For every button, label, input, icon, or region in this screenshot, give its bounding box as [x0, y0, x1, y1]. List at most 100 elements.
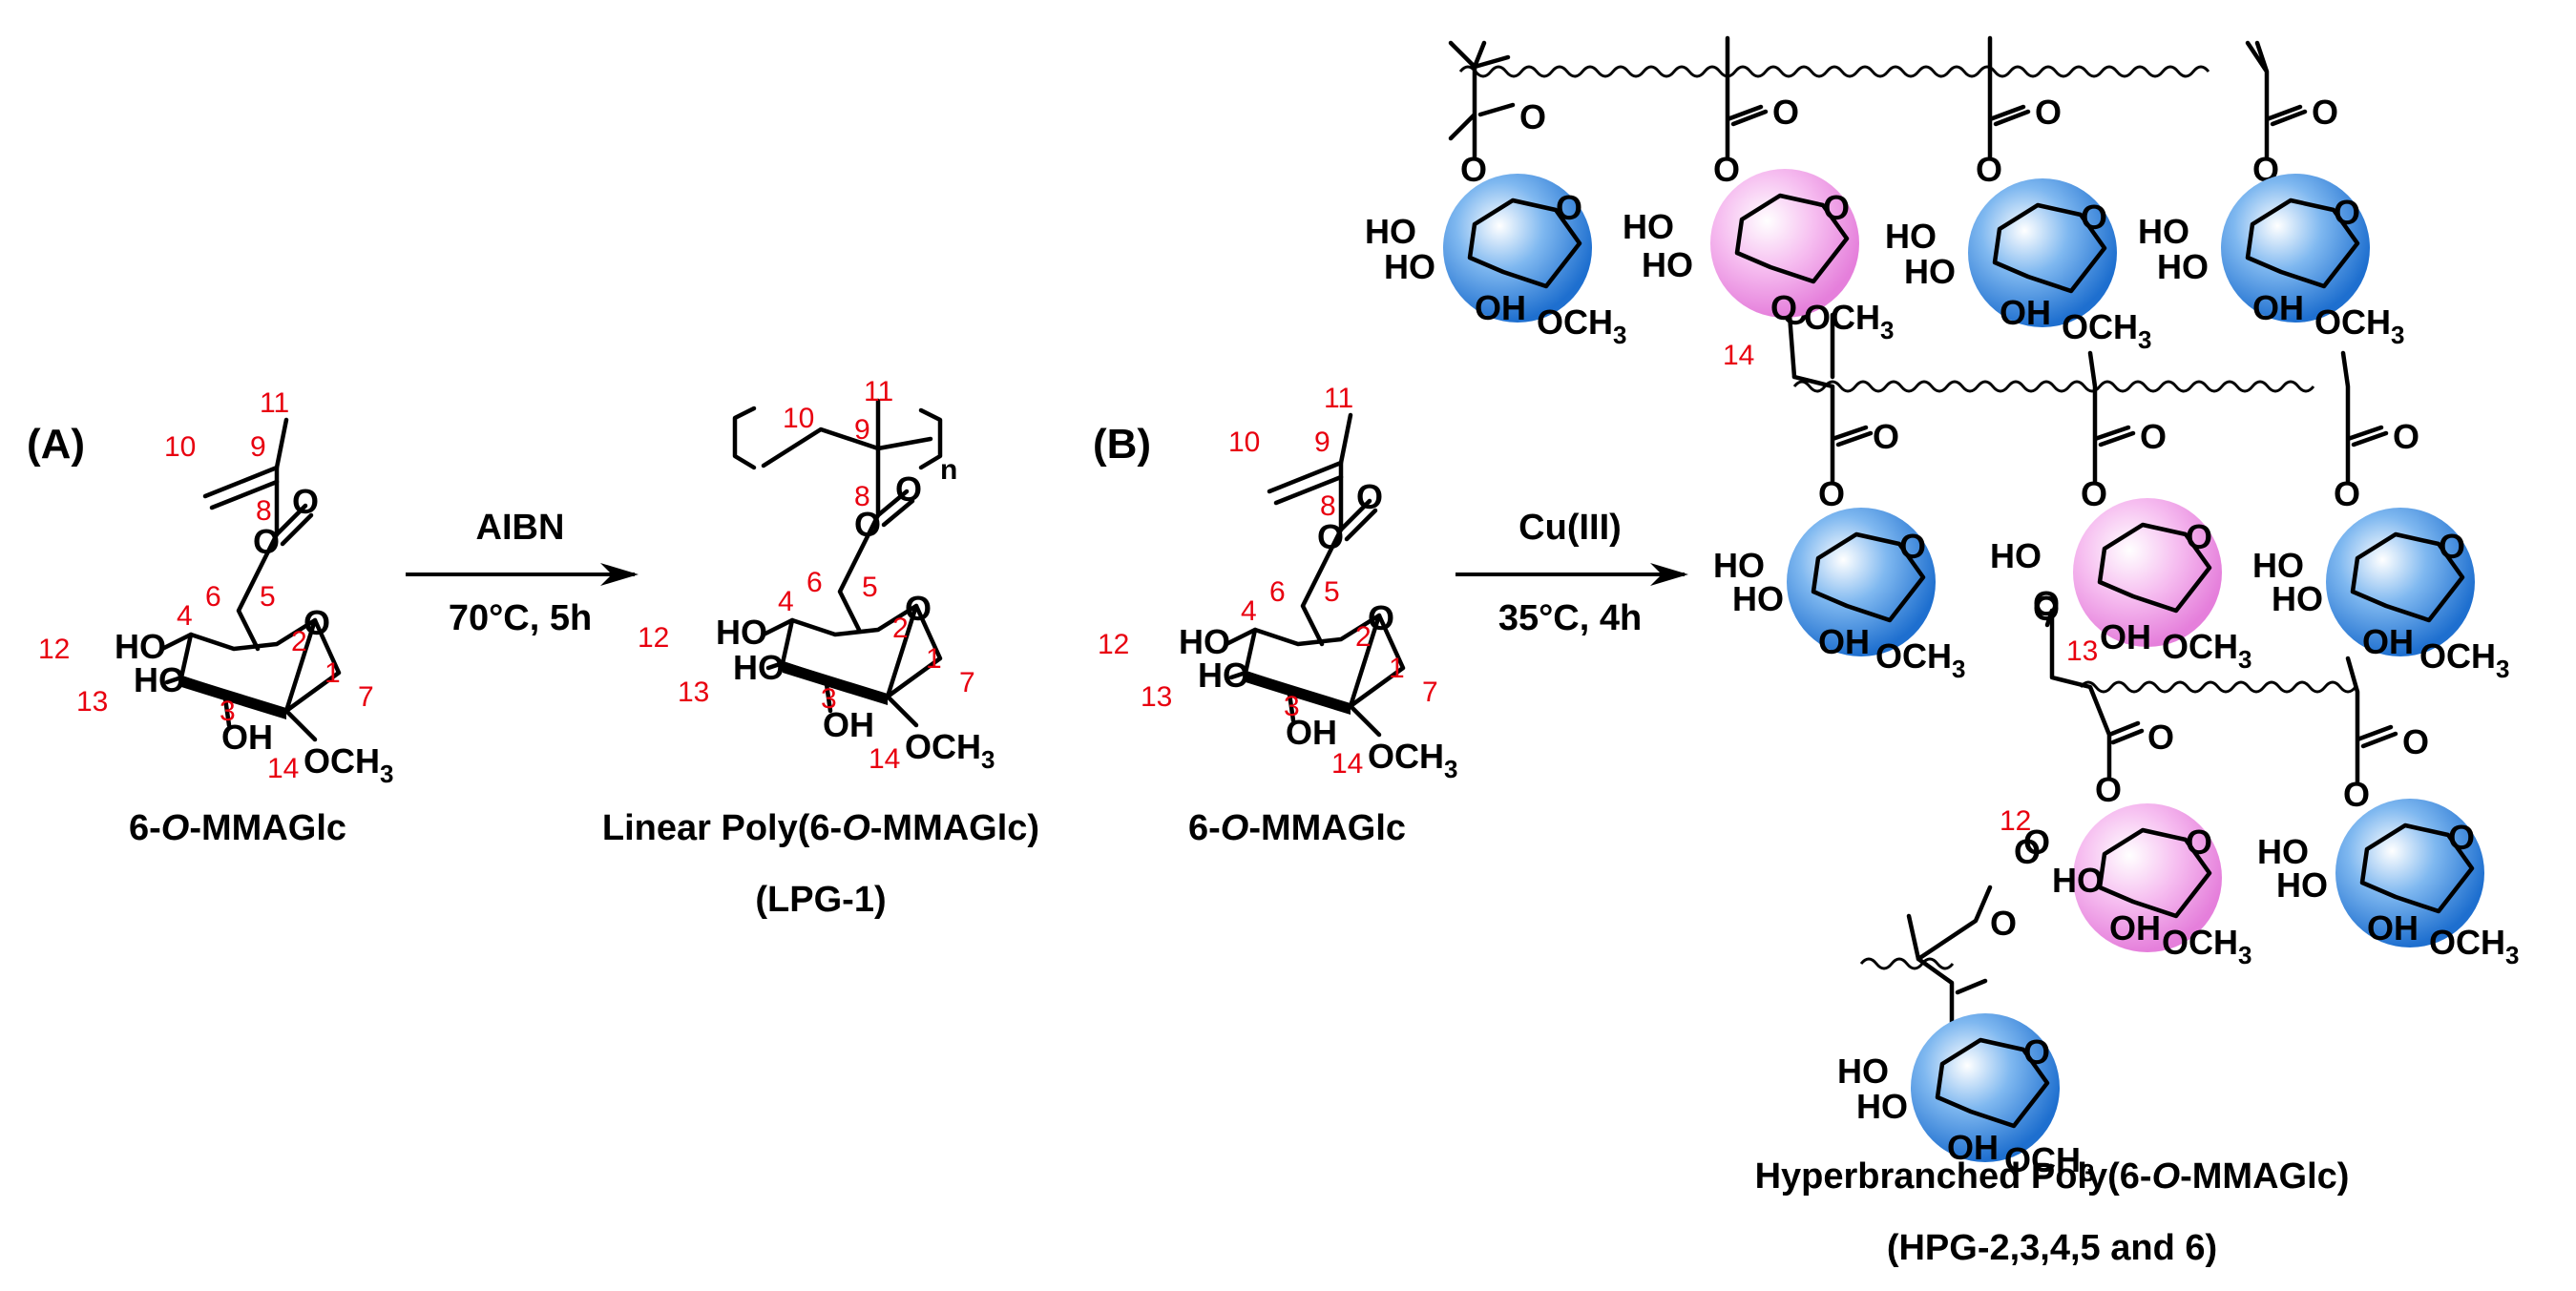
- svg-text:3: 3: [821, 683, 837, 715]
- svg-text:O: O: [2343, 775, 2370, 814]
- svg-text:OH: OH: [1947, 1128, 1999, 1167]
- svg-text:4: 4: [778, 586, 794, 617]
- svg-text:HO: HO: [2157, 247, 2209, 286]
- svg-text:O: O: [2140, 417, 2167, 456]
- svg-text:1: 1: [325, 657, 341, 689]
- svg-text:O: O: [2439, 527, 2465, 566]
- ho-3-a: HO: [134, 660, 185, 699]
- hyperbranched-branch-numbers: 14 13 12: [1723, 340, 2098, 837]
- och3-b: OCH3: [1368, 737, 1457, 783]
- svg-text:2: 2: [892, 613, 909, 644]
- svg-text:HO: HO: [1990, 536, 2042, 575]
- svg-text:O: O: [1899, 527, 1926, 566]
- svg-text:O: O: [2312, 93, 2338, 132]
- svg-text:OCH3: OCH3: [2419, 636, 2509, 683]
- svg-text:6: 6: [205, 581, 221, 613]
- svg-text:O: O: [2448, 818, 2475, 857]
- svg-text:OCH3: OCH3: [2062, 307, 2151, 354]
- ho-3-b: HO: [1198, 656, 1249, 695]
- svg-text:5: 5: [260, 581, 276, 613]
- svg-text:12: 12: [2000, 805, 2031, 837]
- svg-text:OH: OH: [1475, 288, 1526, 327]
- svg-text:HO: HO: [2257, 832, 2309, 871]
- svg-text:HO: HO: [1365, 212, 1416, 251]
- hyperbranched-polymer-codes: (HPG-2,3,4,5 and 6): [1887, 1228, 2217, 1268]
- svg-text:OH: OH: [2000, 293, 2051, 332]
- svg-text:O: O: [2081, 474, 2107, 513]
- svg-text:10: 10: [164, 431, 196, 463]
- reagent-b: Cu(III): [1518, 508, 1622, 548]
- o-ester-b: O: [1317, 517, 1344, 556]
- svg-text:12: 12: [38, 634, 70, 665]
- svg-text:O: O: [2334, 474, 2360, 513]
- svg-text:1: 1: [1389, 653, 1405, 684]
- svg-text:O: O: [1713, 150, 1740, 189]
- svg-text:11: 11: [260, 387, 289, 419]
- svg-text:5: 5: [1324, 576, 1340, 608]
- svg-text:8: 8: [1320, 490, 1336, 522]
- hyperbranched-ester-oxygens: O O O O O O O O O O O O O O O O O O O O …: [1460, 93, 2429, 1067]
- svg-text:3: 3: [220, 696, 236, 727]
- numbering-monomer-a: 11 10 9 8 6 5 4 2 1 7 12 13 3 14: [38, 387, 374, 784]
- svg-text:6: 6: [1269, 576, 1286, 608]
- svg-text:13: 13: [678, 677, 709, 708]
- svg-text:12: 12: [638, 622, 669, 654]
- svg-text:14: 14: [1723, 340, 1754, 371]
- ho-4-b: HO: [1179, 622, 1230, 661]
- svg-text:4: 4: [177, 600, 193, 632]
- svg-text:O: O: [2334, 193, 2360, 232]
- svg-text:HO: HO: [2052, 861, 2104, 900]
- svg-text:O: O: [1818, 474, 1845, 513]
- hyperbranched-polymer-structure: [1448, 35, 2398, 1076]
- svg-text:O: O: [1976, 150, 2002, 189]
- svg-text:OCH3: OCH3: [2314, 302, 2404, 349]
- svg-text:3: 3: [1284, 691, 1300, 722]
- svg-text:13: 13: [1141, 681, 1172, 713]
- svg-text:8: 8: [256, 495, 272, 527]
- svg-text:O: O: [2186, 517, 2212, 556]
- linear-polymer-code: (LPG-1): [755, 880, 886, 920]
- svg-text:9: 9: [1314, 427, 1330, 458]
- svg-text:11: 11: [864, 376, 893, 407]
- o-ester-a: O: [253, 522, 280, 561]
- svg-text:O: O: [1556, 188, 1582, 227]
- o-carbonyl-linear: O: [895, 469, 922, 509]
- repeat-n-label: n: [940, 454, 957, 486]
- svg-text:OH: OH: [1818, 622, 1870, 661]
- svg-text:O: O: [2147, 718, 2174, 757]
- panel-label-b: (B): [1093, 421, 1151, 468]
- och3-linear: OCH3: [905, 727, 995, 774]
- hyperbranched-substituent-labels: HO HO OH OCH3 O HO HO O OCH3 O HO HO OH …: [1365, 188, 2519, 1187]
- svg-text:7: 7: [959, 667, 975, 698]
- o-carbonyl-a: O: [292, 482, 319, 521]
- svg-text:HO: HO: [2276, 865, 2328, 905]
- svg-text:HO: HO: [2252, 546, 2304, 585]
- svg-text:O: O: [2014, 832, 2041, 871]
- och3-a: OCH3: [304, 741, 393, 788]
- svg-text:O: O: [1873, 417, 1899, 456]
- panel-label-a: (A): [27, 421, 85, 468]
- svg-text:OCH3: OCH3: [2162, 627, 2251, 674]
- monomer-a-label: 6-O-MMAGlc: [129, 808, 346, 848]
- svg-text:14: 14: [869, 743, 900, 775]
- svg-text:HO: HO: [1837, 1052, 1889, 1091]
- hyperbranched-polymer-label: Hyperbranched Poly(6-O-MMAGlc): [1755, 1156, 2350, 1197]
- ho-3-linear: HO: [733, 648, 785, 687]
- svg-text:O: O: [2033, 584, 2060, 623]
- svg-text:7: 7: [1422, 677, 1438, 708]
- monomer-b-structure: [1224, 412, 1406, 738]
- o-ring-linear: O: [905, 589, 932, 628]
- o-ring-b: O: [1368, 598, 1394, 637]
- svg-text:9: 9: [854, 414, 870, 446]
- svg-text:HO: HO: [1732, 579, 1784, 618]
- svg-text:OH: OH: [2362, 622, 2414, 661]
- svg-text:O: O: [2095, 770, 2122, 809]
- svg-text:HO: HO: [1642, 245, 1693, 284]
- oh-2-linear: OH: [823, 705, 874, 744]
- oh-2-b: OH: [1286, 713, 1337, 752]
- numbering-linear: 10 11 9 8 6 5 4 2 1 7 12 13 3 14: [638, 376, 975, 775]
- linear-polymer-structure: [732, 398, 943, 728]
- monomer-b-label: 6-O-MMAGlc: [1188, 808, 1406, 848]
- svg-text:13: 13: [2066, 635, 2098, 667]
